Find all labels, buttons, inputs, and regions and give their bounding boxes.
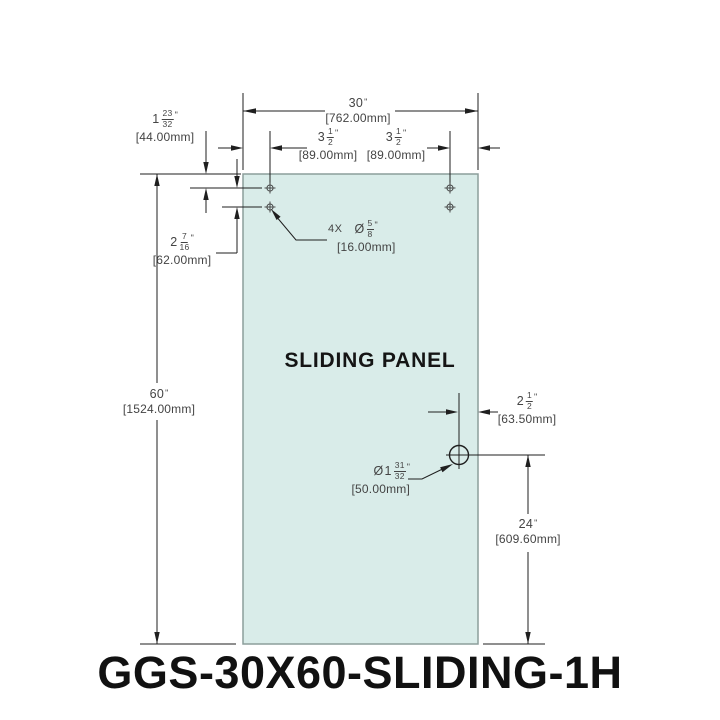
mounting-hole-marker [264, 201, 276, 213]
hole-quantity: 4X [328, 223, 343, 236]
top-holes-callout-leader [271, 209, 327, 241]
drawing-title: GGS-30X60-SLIDING-1H [97, 647, 623, 698]
dim-handle-height-lines [483, 455, 545, 645]
dim-width-label: 30" [762.00mm] [325, 96, 391, 125]
mounting-hole-marker [444, 201, 456, 213]
panel-type-label: SLIDING PANEL [284, 349, 456, 372]
dim-height-label: 60" [1524.00mm] [122, 387, 196, 416]
dim-top-to-row-lines [203, 131, 209, 213]
mounting-hole-marker [264, 182, 276, 194]
handle-hole-callout-leader [408, 464, 453, 480]
dim-handle-offset-lines [428, 409, 498, 415]
mounting-hole-markers [264, 182, 456, 213]
dim-row-spacing-lines [216, 159, 240, 254]
mounting-hole-marker [444, 182, 456, 194]
dim-height-lines [140, 174, 236, 645]
dim-handle-height-label: 24" [609.60mm] [495, 517, 561, 546]
dim-width-lines [242, 93, 479, 170]
dim-hole-inset-lines [218, 131, 500, 184]
sliding-panel-glass [242, 173, 479, 645]
